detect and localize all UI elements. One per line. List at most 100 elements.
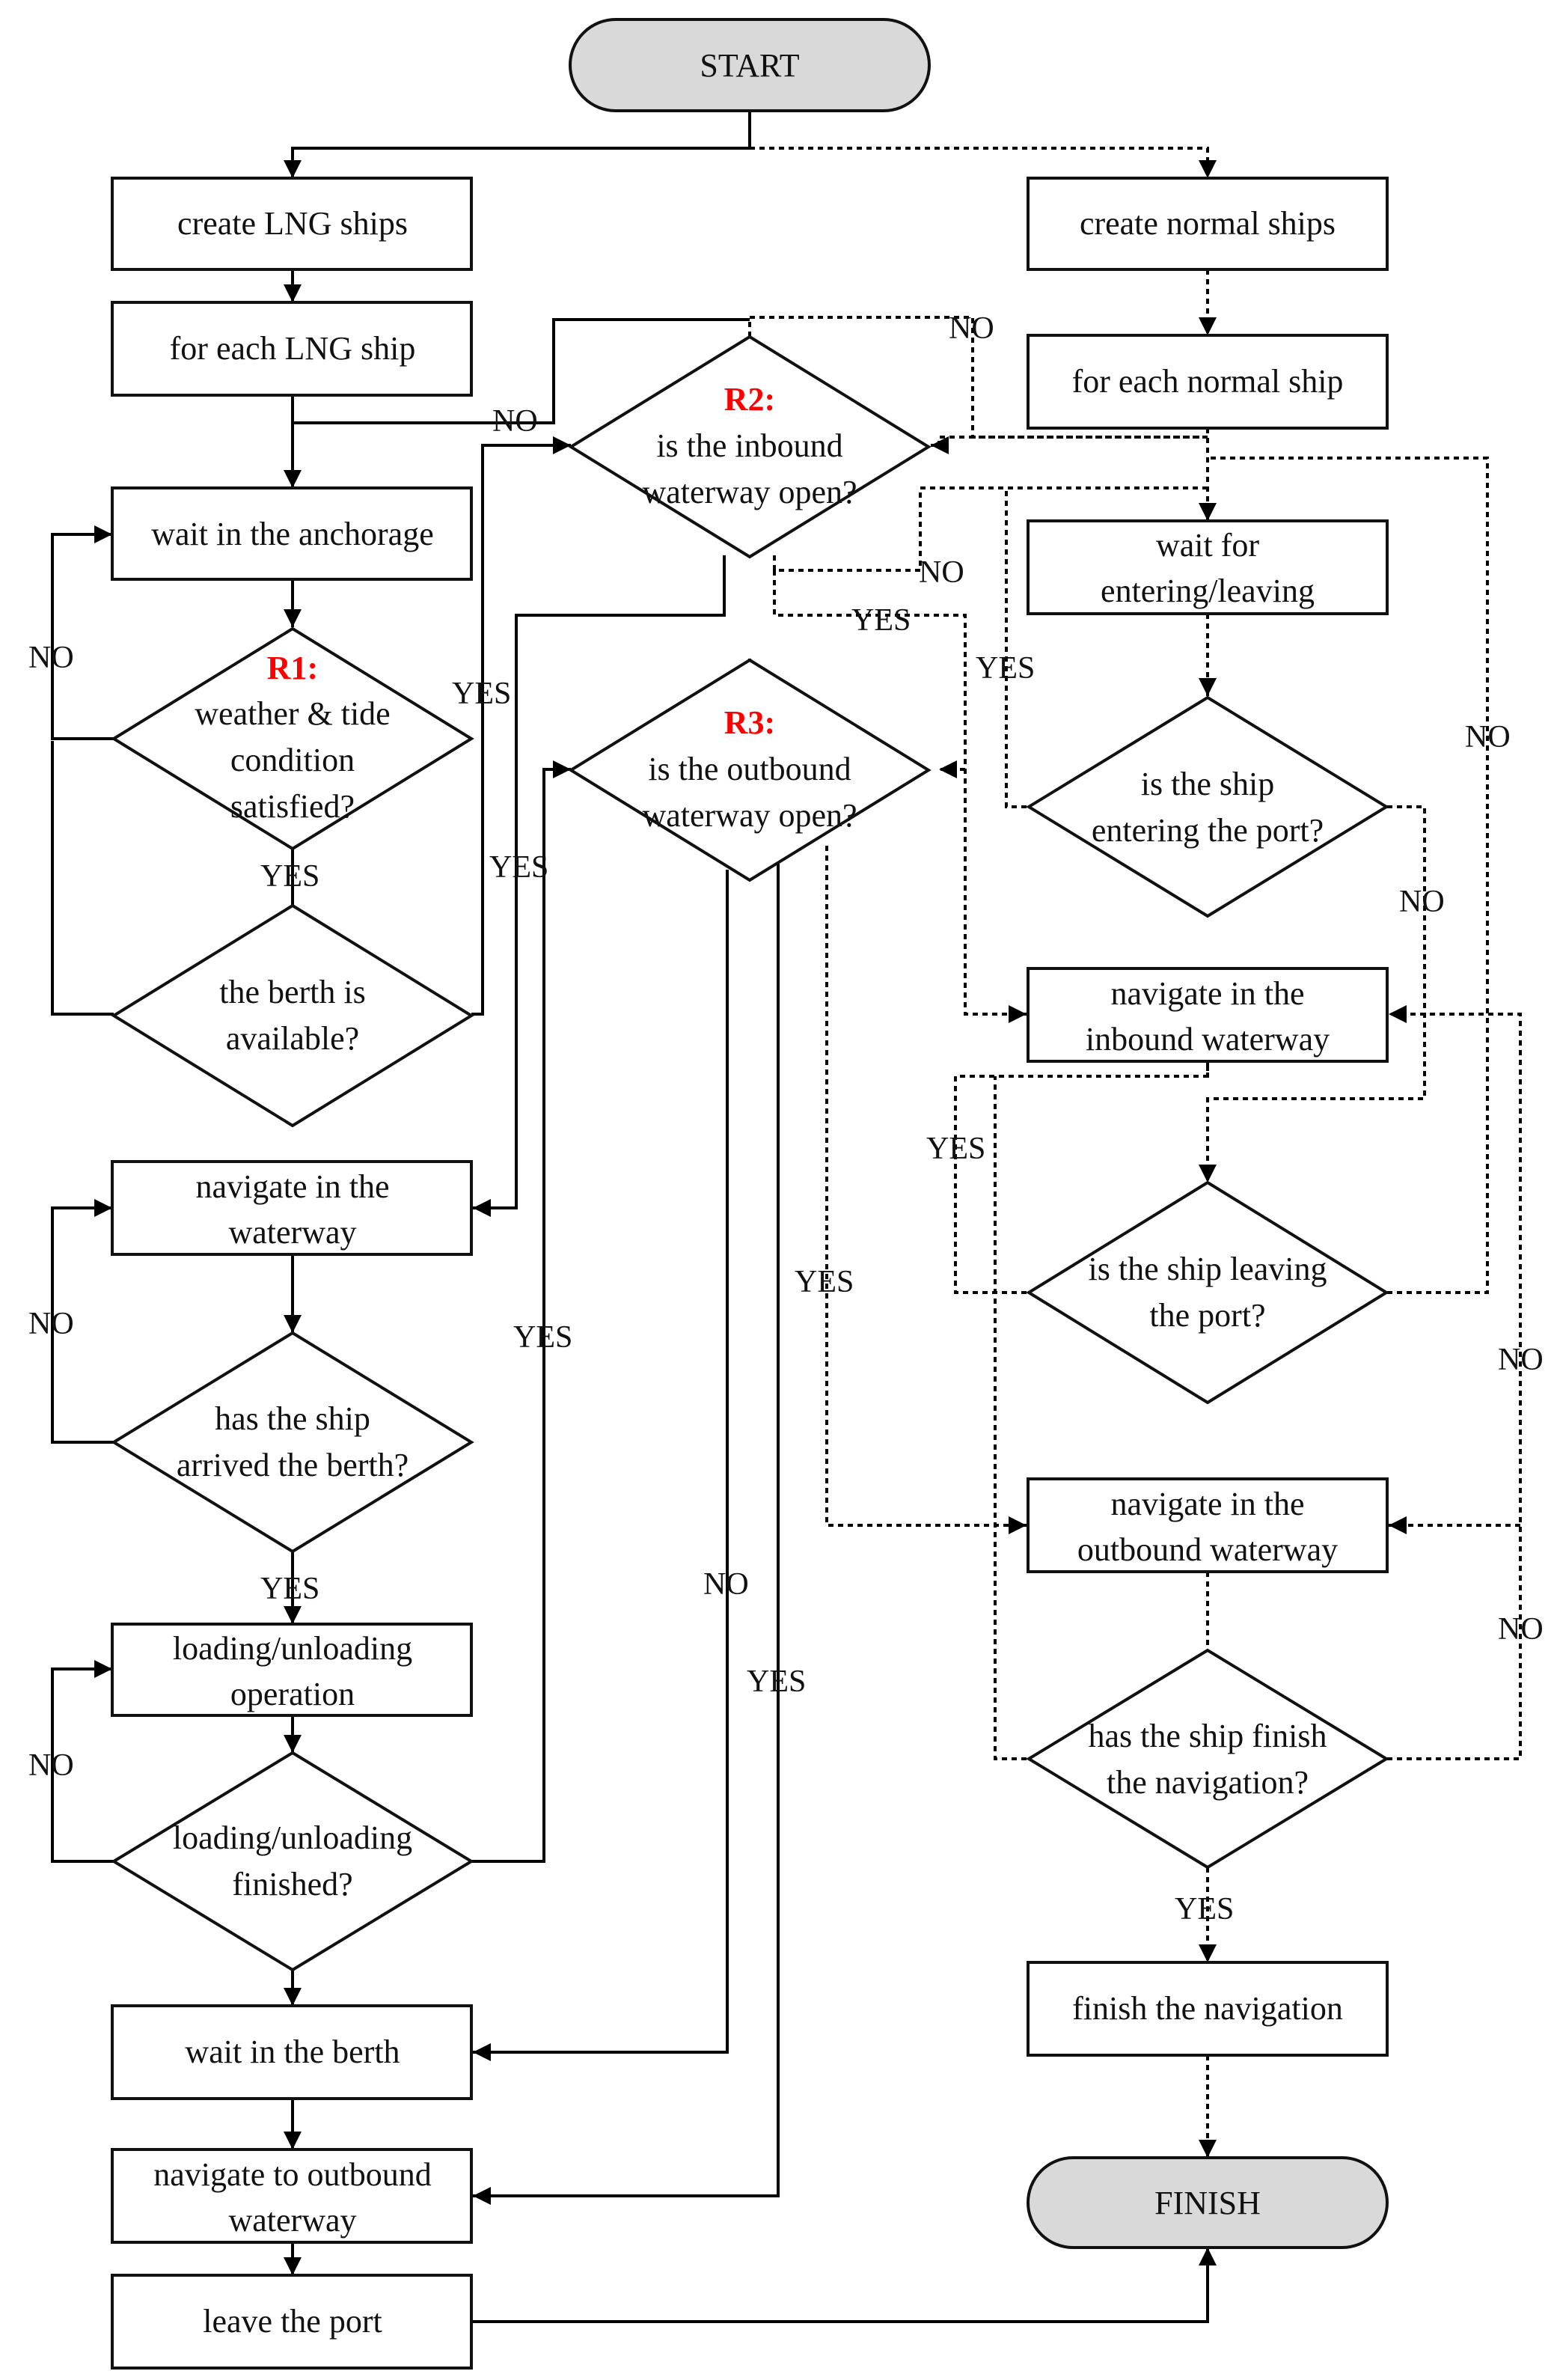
arrived-line-1: has the ship	[215, 1400, 370, 1437]
nav-waterway-box	[111, 1160, 473, 1256]
edge-finishq-no-inbound	[1387, 1005, 1522, 1760]
nav-outbound-line-1: navigate to outbound	[153, 2156, 432, 2193]
loading-line-1: loading/unloading	[173, 1630, 412, 1667]
edge-entering-yes-r3	[1005, 488, 1027, 808]
nodes: START create LNG ships for each LNG ship…	[111, 18, 1389, 2370]
edge-start-create-lng	[284, 111, 751, 178]
edge-r2-yes-inbound	[773, 570, 1027, 1023]
edge-leaving-no-right	[1208, 457, 1489, 1294]
wait-anchorage-label: wait in the anchorage	[151, 516, 434, 552]
label-yes-arrived: YES	[260, 1572, 319, 1606]
label-yes-r2-lng: YES	[489, 850, 548, 885]
r1-rule-label: R1:	[267, 650, 318, 686]
wait-enter-line-2: entering/leaving	[1101, 573, 1315, 609]
edge-loadfin-no-loop	[51, 1660, 114, 1863]
arrived-line-2: arrived the berth?	[177, 1447, 409, 1483]
edge-r3-no-waitberth	[473, 870, 729, 2061]
label-no-arrived: NO	[28, 1307, 74, 1341]
entering-line-2: entering the port?	[1092, 812, 1324, 849]
for-each-normal-label: for each normal ship	[1072, 363, 1344, 400]
label-yes-r3-normal: YES	[795, 1265, 854, 1299]
r1-decision	[111, 626, 474, 851]
loadfin-line-2: finished?	[232, 1866, 352, 1903]
label-no-r1: NO	[28, 641, 74, 675]
create-lng-box	[111, 177, 473, 271]
edge-waitenter-r2	[931, 436, 1208, 454]
label-no-finishq: NO	[1498, 1612, 1544, 1647]
for-each-lng-label: for each LNG ship	[170, 330, 416, 367]
nav-waterway-line-2: waterway	[228, 1214, 356, 1251]
nav-inbound-line-1: navigate in the	[1110, 975, 1304, 1012]
finish-nav-decision	[1026, 1648, 1389, 1870]
nav-outbound-line-2: waterway	[228, 2202, 356, 2239]
create-lng-label: create LNG ships	[177, 205, 408, 242]
entering-decision	[1026, 695, 1389, 918]
label-no-r2-top: NO	[949, 311, 994, 346]
r3-rule-label: R3:	[724, 704, 775, 741]
finish-label: FINISH	[1154, 2185, 1261, 2221]
label-yes-r2-normal: YES	[851, 603, 911, 638]
edge-r3-yes-navout	[473, 861, 780, 2205]
r3-line-1: is the outbound	[648, 751, 851, 787]
loadfin-line-1: loading/unloading	[173, 1819, 412, 1856]
leaving-line-1: is the ship leaving	[1089, 1251, 1327, 1287]
for-each-lng-box	[111, 301, 473, 397]
r3-line-2: waterway open?	[642, 797, 857, 834]
r2-rule-label: R2:	[724, 381, 775, 418]
finish-nav-q-line-2: the navigation?	[1107, 1764, 1309, 1801]
edge-loadfin-yes-r3	[471, 760, 571, 1863]
label-yes-leaving: YES	[926, 1132, 985, 1166]
label-yes-r3-lng: YES	[747, 1665, 806, 1699]
r2-decision	[568, 335, 932, 559]
nav-outbound-box	[111, 2148, 473, 2244]
edge-finishq-left	[994, 1076, 1027, 1760]
label-no-r3: NO	[703, 1567, 749, 1602]
leaving-line-2: the port?	[1149, 1297, 1265, 1334]
edge-r1-no-loop	[51, 525, 114, 740]
label-no-r2-lng: NO	[492, 404, 538, 439]
edge-labels: NO YES YES YES NO NO YES NO YES NO YES N…	[28, 311, 1544, 1926]
r3-decision	[568, 658, 932, 882]
edge-arrived-no-loop	[51, 1199, 114, 1444]
loading-box	[111, 1623, 473, 1717]
create-normal-label: create normal ships	[1080, 205, 1336, 242]
leave-port-box	[111, 2274, 473, 2370]
nav-outbound-normal-box	[1027, 1477, 1389, 1573]
edge-leave-finish	[473, 2248, 1217, 2323]
edge-start-create-normal	[750, 147, 1217, 178]
berth-line-1: the berth is	[219, 974, 366, 1010]
nav-outbound-normal-line-2: outbound waterway	[1077, 1531, 1338, 1568]
entering-line-1: is the ship	[1141, 766, 1274, 802]
edge-r2-no2	[773, 486, 1208, 572]
r2-line-1: is the inbound	[656, 427, 842, 464]
connectors	[51, 111, 1522, 2323]
label-no-entering: NO	[1399, 885, 1445, 919]
create-normal-box	[1027, 177, 1389, 271]
nav-inbound-line-2: inbound waterway	[1086, 1021, 1330, 1058]
r1-line-1: weather & tide	[195, 695, 390, 732]
loadfin-decision	[111, 1751, 474, 1972]
label-yes-finishq: YES	[1175, 1892, 1234, 1926]
wait-anchorage-box	[111, 486, 473, 581]
finish-nav-box	[1027, 1961, 1389, 2057]
label-no-right-top: NO	[1465, 720, 1511, 754]
finish-terminal	[1027, 2156, 1389, 2249]
r2-line-2: waterway open?	[642, 474, 857, 510]
label-no-r2-normal: NO	[919, 555, 964, 590]
label-no-loadfin: NO	[28, 1748, 74, 1783]
nav-outbound-normal-line-1: navigate in the	[1110, 1486, 1304, 1522]
edge-entering-no-leaving	[1199, 805, 1426, 1183]
leaving-decision	[1026, 1180, 1389, 1405]
finish-nav-q-line-1: has the ship finish	[1089, 1718, 1327, 1754]
edge-berth-yes-r2	[471, 436, 571, 1016]
wait-berth-label: wait in the berth	[185, 2033, 400, 2070]
start-terminal	[569, 18, 931, 112]
r1-line-3: satisfied?	[230, 788, 355, 825]
berth-decision	[111, 903, 474, 1128]
r1-line-2: condition	[230, 742, 355, 778]
label-yes-loadfin: YES	[513, 1320, 572, 1355]
for-each-normal-box	[1027, 334, 1389, 430]
edge-berth-no-loop	[51, 741, 114, 1016]
arrived-decision	[111, 1331, 474, 1554]
